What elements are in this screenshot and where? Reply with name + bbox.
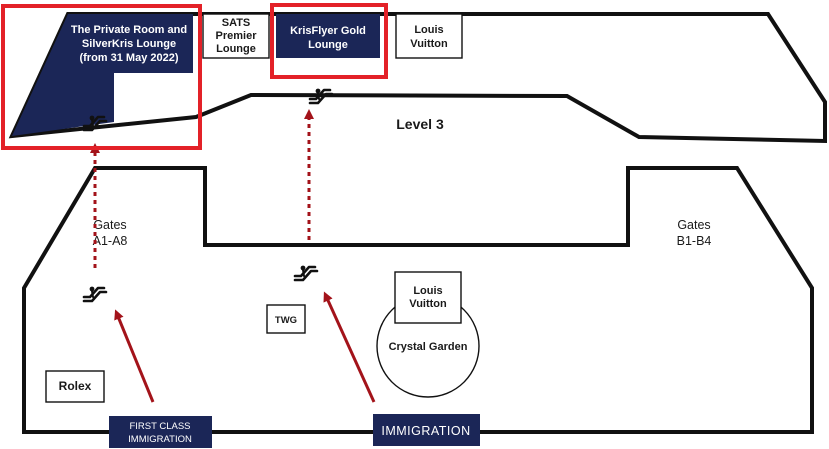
arrow-first-class [114, 309, 155, 403]
gates-right-line-2: B1-B4 [677, 234, 712, 248]
rolex-label: Rolex [59, 379, 92, 393]
lv-lower-line-2: Vuitton [409, 298, 447, 310]
sats-line-1: SATS [222, 17, 251, 29]
krisflyer-line-1: KrisFlyer Gold [290, 25, 366, 37]
first-class-immigration-badge [109, 416, 212, 448]
lv-lower-line-1: Louis [413, 285, 442, 297]
immigration-label: IMMIGRATION [381, 424, 470, 438]
louis-vuitton-upper-box [395, 13, 463, 59]
crystal-garden-label: Crystal Garden [389, 341, 468, 353]
twg-label: TWG [275, 315, 297, 326]
rolex-box [45, 370, 105, 403]
arrow-immigration [323, 291, 376, 403]
lv-upper-line-2: Vuitton [410, 38, 448, 50]
krisflyer-gold-lounge-box [276, 14, 380, 58]
gates-left-line-1: Gates [93, 218, 126, 232]
first-class-line-2: IMMIGRATION [128, 434, 192, 445]
sats-line-2: Premier [216, 30, 258, 42]
highlight-private-room [1, 4, 202, 150]
private-room-lounge-label: The Private Room and SilverKris Lounge (… [71, 24, 187, 64]
private-room-line-3: (from 31 May 2022) [79, 52, 178, 64]
sats-premier-lounge-box [202, 13, 270, 59]
first-class-line-1: FIRST CLASS [129, 421, 190, 432]
sats-line-3: Lounge [216, 43, 256, 55]
highlight-krisflyer [270, 3, 388, 79]
gates-left-line-2: A1-A8 [93, 234, 128, 248]
louis-vuitton-lower-box [394, 271, 462, 324]
twg-box [266, 304, 306, 334]
private-room-line-1: The Private Room and [71, 24, 187, 36]
immigration-badge [373, 414, 480, 446]
private-room-lounge-block [12, 14, 193, 136]
krisflyer-line-2: Lounge [308, 39, 348, 51]
gates-right-line-1: Gates [677, 218, 710, 232]
level-label: Level 3 [396, 116, 444, 132]
lv-upper-line-1: Louis [414, 24, 443, 36]
private-room-line-2: SilverKris Lounge [82, 38, 176, 50]
